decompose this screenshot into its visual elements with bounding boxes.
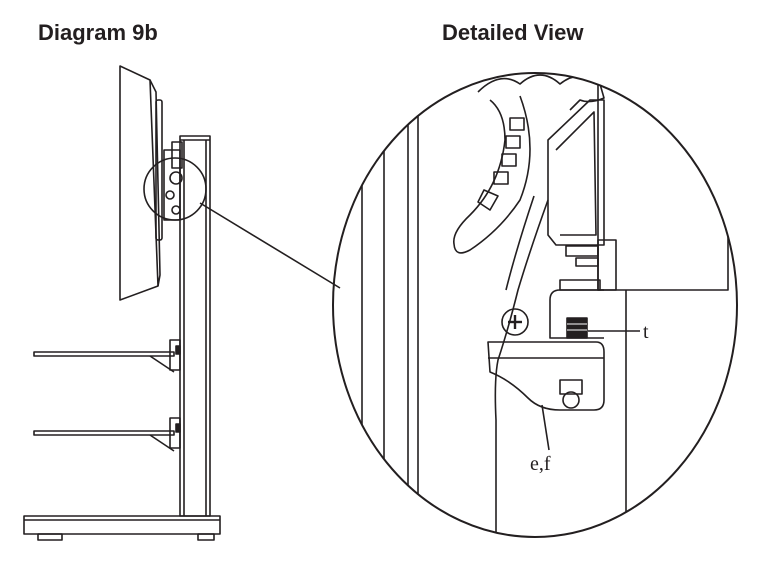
stand-base bbox=[23, 515, 221, 535]
detailed-view-title: Detailed View bbox=[442, 20, 584, 45]
diagram-title: Diagram 9b bbox=[38, 20, 158, 45]
callout-label-ef: e,f bbox=[530, 453, 551, 475]
callout-ef-leader bbox=[541, 404, 550, 451]
mounting-plate bbox=[547, 99, 605, 246]
stand-side-view bbox=[23, 65, 221, 541]
tilt-arm bbox=[453, 95, 531, 254]
tilt-knob bbox=[477, 74, 605, 111]
detail-lens bbox=[332, 72, 738, 538]
tv-panel bbox=[119, 65, 159, 301]
screw-t bbox=[566, 317, 588, 339]
shelf-upper bbox=[33, 339, 181, 373]
detail-contents bbox=[361, 73, 729, 537]
detail-leader-line bbox=[199, 202, 341, 289]
shelf-lower bbox=[33, 417, 181, 452]
tv-back bbox=[597, 73, 729, 291]
callout-label-t: t bbox=[643, 321, 649, 343]
lock-block bbox=[487, 341, 605, 411]
phillips-screw bbox=[501, 308, 529, 336]
